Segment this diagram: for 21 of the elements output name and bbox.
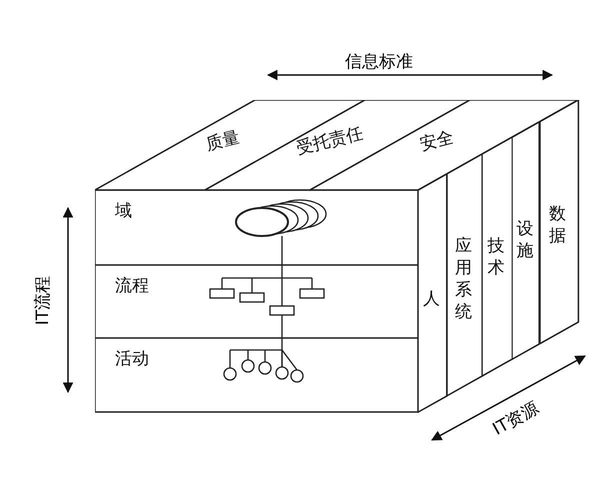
band-label: 流程 [115, 277, 149, 297]
band-label: 质量 [204, 128, 242, 156]
top-face-band [95, 100, 365, 190]
axis-label: IT流程 [32, 275, 54, 325]
band-label: 受托责任 [294, 124, 365, 160]
band-label: 设施 [516, 218, 534, 262]
side-face-band [418, 174, 447, 412]
side-face-band [540, 100, 578, 344]
band-label: 活动 [115, 350, 149, 370]
band-label: 数据 [548, 203, 567, 248]
top-face-band [205, 100, 470, 190]
band-label: 技术 [487, 234, 506, 280]
side-face-band [482, 136, 512, 376]
band-label: 域 [115, 202, 132, 222]
side-face-band [446, 154, 482, 396]
band-label: 人 [422, 288, 440, 310]
side-face-band [512, 122, 540, 359]
band-label: 应用系统 [454, 235, 472, 324]
band-label: 安全 [418, 128, 456, 156]
axis-label: IT资源 [488, 396, 542, 440]
axis-label: 信息标准 [345, 51, 413, 73]
